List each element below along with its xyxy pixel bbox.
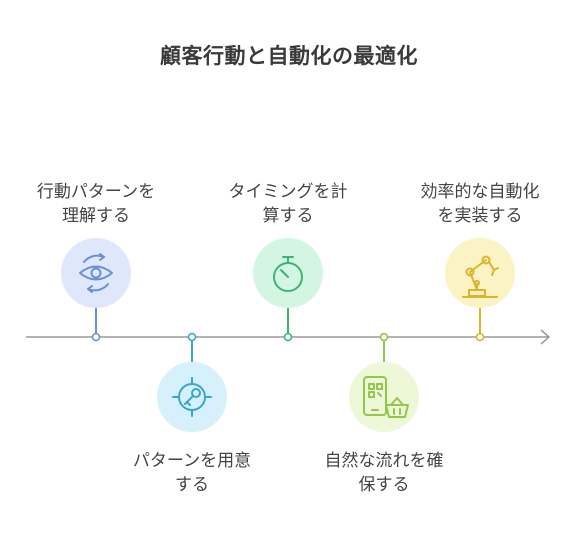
step-5-line2: を実装する [437, 206, 523, 226]
icon-circle-4 [349, 362, 419, 432]
step-1-line2: 理解する [62, 206, 130, 226]
node-3 [283, 332, 293, 342]
step-5-label: 効率的な自動化 を実装する [400, 180, 560, 228]
icon-circle-5 [445, 238, 515, 308]
node-5 [475, 332, 485, 342]
step-2-line2: する [175, 475, 209, 495]
icon-circle-1 [61, 238, 131, 308]
step-2-label: パターンを用意 する [112, 449, 272, 497]
node-4 [379, 332, 389, 342]
node-1 [91, 332, 101, 342]
step-1-line1: 行動パターンを [36, 182, 156, 202]
step-1-label: 行動パターンを 理解する [16, 180, 176, 228]
step-3-label: タイミングを計 算する [208, 180, 368, 228]
step-4-label: 自然な流れを確 保する [304, 449, 464, 497]
timeline-arrowhead [540, 329, 551, 345]
node-2 [187, 332, 197, 342]
step-4-line2: 保する [358, 475, 410, 495]
step-3-line2: 算する [262, 206, 314, 226]
page-title: 顧客行動と自動化の最適化 [160, 44, 418, 68]
phone-basket-icon [363, 376, 409, 418]
step-3-line1: タイミングを計 [228, 182, 348, 202]
eye-cycle-icon [79, 253, 113, 293]
step-2-line1: パターンを用意 [132, 451, 252, 471]
stopwatch-icon [273, 256, 303, 292]
robot-arm-icon [462, 255, 499, 298]
icon-circle-3 [253, 238, 323, 308]
target-key-icon [172, 377, 212, 417]
step-4-line1: 自然な流れを確 [324, 451, 444, 471]
step-5-line1: 効率的な自動化 [420, 182, 540, 202]
